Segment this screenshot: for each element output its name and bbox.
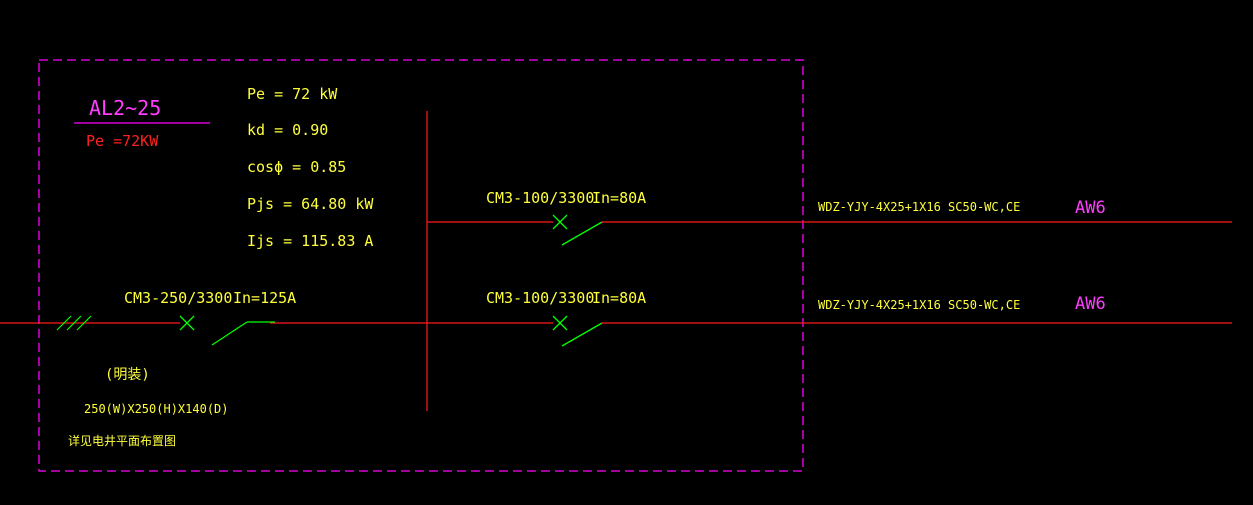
branch-2-rating: In=80A [592, 289, 646, 307]
calc-ijs: Ijs = 115.83 A [247, 232, 373, 250]
branch-1-model: CM3-100/3300 [486, 189, 594, 207]
main-breaker-rating: In=125A [233, 289, 296, 307]
branch-2-destination: AW6 [1075, 294, 1106, 314]
branch-2-model: CM3-100/3300 [486, 289, 594, 307]
branch-2-breaker-icon [552, 315, 603, 347]
calc-pjs: Pjs = 64.80 kW [247, 195, 374, 213]
calc-kd: kd = 0.90 [247, 121, 328, 139]
reference-note: 详见电井平面布置图 [68, 433, 176, 448]
branch-1-cable: WDZ-YJY-4X25+1X16 SC50-WC,CE [818, 200, 1020, 214]
branch-1-destination: AW6 [1075, 198, 1106, 218]
branch-1-rating: In=80A [592, 189, 646, 207]
main-breaker-model: CM3-250/3300 [124, 289, 232, 307]
three-phase-marker-icon [56, 315, 92, 331]
distribution-box-frame [38, 59, 804, 472]
dimensions-note: 250(W)X250(H)X140(D) [84, 402, 229, 416]
panel-pe-label: Pe =72KW [86, 132, 159, 150]
mounting-note: (明装) [105, 367, 150, 383]
branch-1-breaker-icon [552, 214, 603, 246]
main-breaker-symbol-icon [179, 315, 275, 346]
calc-cos: cosϕ = 0.85 [247, 158, 346, 176]
panel-id: AL2~25 [89, 96, 161, 120]
branch-2-cable: WDZ-YJY-4X25+1X16 SC50-WC,CE [818, 298, 1020, 312]
calc-pe: Pe = 72 kW [247, 85, 338, 103]
